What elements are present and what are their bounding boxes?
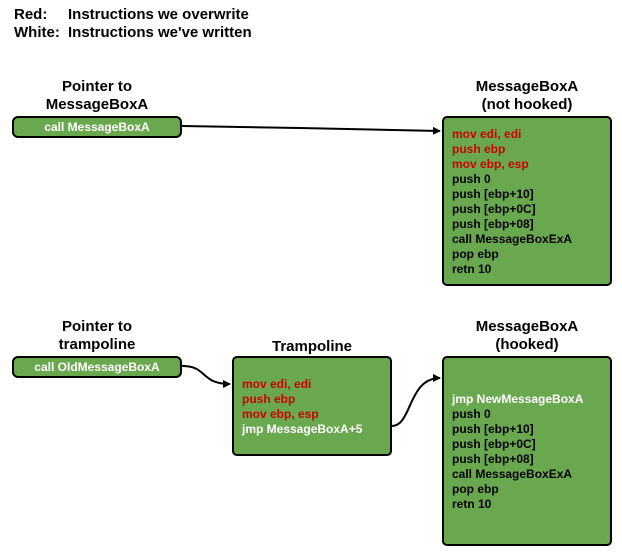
bottom-box-title-line1: MessageBoxA <box>475 318 579 335</box>
bottom-pointer-title: Pointer to trampoline <box>12 318 182 354</box>
bottom-pointer-call-pill: call OldMessageBoxA <box>12 356 182 378</box>
arrow-pointer-to-trampoline <box>181 365 231 388</box>
legend-white: White: Instructions we've written <box>14 24 252 42</box>
arrow-pointer-to-messagebox <box>181 125 441 135</box>
top-box-title-line2: (not hooked) <box>481 96 573 113</box>
instruction-line: retn 10 <box>452 262 492 276</box>
hooked-instruction-line: jmp NewMessageBoxA <box>452 392 584 406</box>
instruction-line: push [ebp+0C] <box>452 202 536 216</box>
hooked-instruction-line: push [ebp+08] <box>452 452 534 466</box>
bottom-box-title: MessageBoxA (hooked) <box>442 318 612 354</box>
trampoline-instruction-line: mov edi, edi <box>242 377 312 391</box>
legend-red-text: Instructions we overwrite <box>68 6 249 23</box>
top-pointer-title-line1: Pointer to <box>62 78 132 95</box>
trampoline-instruction-line: push ebp <box>242 392 296 406</box>
bottom-pointer-title-line1: Pointer to <box>62 318 132 335</box>
instruction-line: push 0 <box>452 172 491 186</box>
instruction-line: call MessageBoxExA <box>452 232 573 246</box>
hooked-instruction-line: pop ebp <box>452 482 499 496</box>
instruction-line: pop ebp <box>452 247 499 261</box>
top-box-title: MessageBoxA (not hooked) <box>442 78 612 114</box>
arrow-trampoline-to-hooked <box>391 374 441 427</box>
instruction-line: push ebp <box>452 142 506 156</box>
hooked-instruction-line: retn 10 <box>452 497 492 511</box>
hooked-instruction-line: push 0 <box>452 407 491 421</box>
trampoline-title: Trampoline <box>271 338 353 355</box>
hooked-instruction-line: call MessageBoxExA <box>452 467 573 481</box>
top-box-title-line1: MessageBoxA <box>475 78 579 95</box>
legend-red-key: Red: <box>14 6 48 23</box>
trampoline-instruction-line: mov ebp, esp <box>242 407 319 421</box>
bottom-pointer-title-line2: trampoline <box>58 336 136 353</box>
hooked-instruction-line: push [ebp+0C] <box>452 437 536 451</box>
legend-white-text: Instructions we've written <box>68 24 252 41</box>
instruction-line: push [ebp+10] <box>452 187 534 201</box>
hooked-instruction-line: push [ebp+10] <box>452 422 534 436</box>
trampoline-instruction-line: jmp MessageBoxA+5 <box>242 422 363 436</box>
top-pointer-call-pill: call MessageBoxA <box>12 116 182 138</box>
instruction-line: mov edi, edi <box>452 127 522 141</box>
top-pointer-title-line2: MessageBoxA <box>45 96 149 113</box>
top-pointer-title: Pointer to MessageBoxA <box>12 78 182 114</box>
legend-red: Red: Instructions we overwrite <box>14 6 249 24</box>
legend-white-key: White: <box>14 24 60 41</box>
bottom-box-title-line2: (hooked) <box>495 336 559 353</box>
instruction-line: mov ebp, esp <box>452 157 529 171</box>
instruction-line: push [ebp+08] <box>452 217 534 231</box>
